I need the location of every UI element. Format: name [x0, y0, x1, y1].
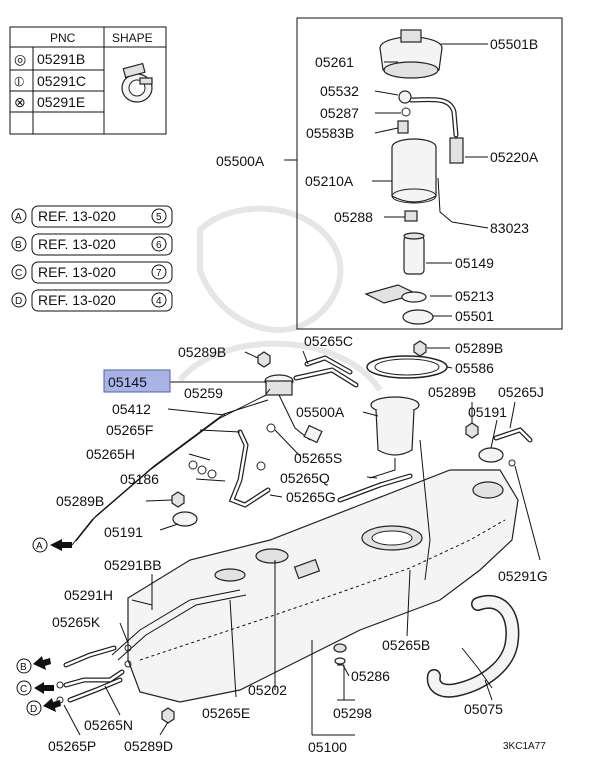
label-05213[interactable]: 05213	[455, 288, 494, 304]
label-05100[interactable]: 05100	[308, 739, 347, 755]
svg-text:D: D	[30, 704, 37, 715]
label-05265P[interactable]: 05265P	[48, 738, 96, 754]
label-05289B-d[interactable]: 05289B	[56, 493, 104, 509]
reference-b[interactable]: B REF. 13-020 6	[11, 233, 173, 256]
svg-text:C: C	[15, 268, 22, 279]
svg-text:REF. 13-020: REF. 13-020	[38, 292, 116, 308]
reference-d[interactable]: D REF. 13-020 4	[11, 289, 173, 312]
label-05202[interactable]: 05202	[248, 682, 287, 698]
part-labels: 05501B 05261 05532 05287 05583B 05220A 0…	[48, 36, 548, 755]
label-05261[interactable]: 05261	[315, 54, 354, 70]
label-05289B-a[interactable]: 05289B	[178, 344, 226, 360]
label-05265E[interactable]: 05265E	[202, 705, 250, 721]
reference-a[interactable]: A REF. 13-020 5	[11, 205, 173, 228]
label-05265C[interactable]: 05265C	[304, 333, 353, 349]
svg-text:A: A	[15, 212, 22, 223]
svg-text:REF. 13-020: REF. 13-020	[38, 208, 116, 224]
label-83023[interactable]: 83023	[490, 220, 529, 236]
svg-text:4: 4	[156, 296, 162, 307]
svg-text:C: C	[20, 684, 27, 695]
fuel-tank	[127, 469, 519, 703]
label-05265B[interactable]: 05265B	[382, 637, 430, 653]
label-05265F[interactable]: 05265F	[106, 422, 153, 438]
arrow-a[interactable]: A	[32, 537, 72, 553]
sender-unit-05145	[264, 374, 323, 444]
leader-lines-box	[372, 43, 489, 317]
selected-part-highlight	[103, 369, 171, 393]
label-05210A[interactable]: 05210A	[305, 173, 354, 189]
label-05186[interactable]: 05186	[120, 471, 159, 487]
diagram-code: 3KC1A77	[503, 741, 546, 752]
label-05149[interactable]: 05149	[455, 255, 494, 271]
legend-symbol-3: ⊗	[14, 94, 26, 110]
label-05586[interactable]: 05586	[455, 360, 494, 376]
label-05265Q[interactable]: 05265Q	[280, 470, 330, 486]
label-05532[interactable]: 05532	[320, 83, 359, 99]
arrow-b[interactable]: B	[16, 656, 51, 674]
legend-header-pnc: PNC	[50, 31, 76, 45]
label-05289D[interactable]: 05289D	[124, 738, 173, 754]
fuel-pump-assembly-box	[284, 17, 563, 330]
label-05501[interactable]: 05501	[455, 308, 494, 324]
svg-text:5: 5	[156, 212, 162, 223]
hose-clip-shape-icon	[121, 62, 153, 103]
label-05220A[interactable]: 05220A	[490, 149, 539, 165]
legend-table: PNC SHAPE ◎ 05291B ⦶ 05291C ⊗ 05291E	[9, 26, 167, 135]
label-05265J[interactable]: 05265J	[498, 384, 544, 400]
label-05500A-box[interactable]: 05500A	[216, 153, 265, 169]
label-05265G[interactable]: 05265G	[286, 489, 336, 505]
label-05259[interactable]: 05259	[184, 385, 223, 401]
filler-neck-05075	[426, 595, 520, 698]
reference-arrows: A B C D	[16, 537, 72, 716]
svg-text:B: B	[20, 662, 27, 673]
svg-text:D: D	[15, 296, 22, 307]
svg-text:REF. 13-020: REF. 13-020	[38, 264, 116, 280]
label-05412[interactable]: 05412	[112, 401, 151, 417]
label-05291H[interactable]: 05291H	[64, 587, 113, 603]
reference-c[interactable]: C REF. 13-020 7	[11, 261, 173, 284]
svg-text:REF. 13-020: REF. 13-020	[38, 236, 116, 252]
label-05298[interactable]: 05298	[333, 705, 372, 721]
label-05291BB[interactable]: 05291BB	[104, 557, 162, 573]
legend-header-shape: SHAPE	[112, 31, 153, 45]
legend-symbol-2: ⦶	[13, 73, 24, 89]
label-05291G[interactable]: 05291G	[498, 568, 548, 584]
svg-text:A: A	[36, 541, 43, 552]
watermark	[177, 205, 383, 392]
svg-text:6: 6	[156, 240, 162, 251]
legend-pnc-1: 05291B	[37, 51, 85, 67]
svg-text:B: B	[15, 240, 22, 251]
label-05191-a[interactable]: 05191	[468, 404, 507, 420]
label-05265N[interactable]: 05265N	[84, 717, 133, 733]
main-pump-assembly	[366, 355, 448, 479]
arrow-d[interactable]: D	[26, 698, 61, 716]
label-05145[interactable]: 05145	[108, 374, 147, 390]
label-05191-b[interactable]: 05191	[104, 524, 143, 540]
svg-text:7: 7	[156, 268, 162, 279]
label-05583B[interactable]: 05583B	[306, 125, 354, 141]
pump-flange	[379, 29, 443, 79]
legend-pnc-3: 05291E	[37, 94, 85, 110]
label-05288[interactable]: 05288	[334, 209, 373, 225]
arrow-c[interactable]: C	[16, 680, 54, 696]
label-05265S[interactable]: 05265S	[294, 450, 342, 466]
label-05289B-b[interactable]: 05289B	[455, 340, 503, 356]
fuel-filter-canister	[391, 138, 437, 204]
label-05075[interactable]: 05075	[464, 701, 503, 717]
label-05265K[interactable]: 05265K	[52, 614, 101, 630]
label-05286[interactable]: 05286	[351, 668, 390, 684]
label-05500A[interactable]: 05500A	[296, 404, 345, 420]
label-05265H[interactable]: 05265H	[86, 446, 135, 462]
label-05501B[interactable]: 05501B	[490, 36, 538, 52]
label-05289B-c[interactable]: 05289B	[428, 384, 476, 400]
small-parts	[56, 340, 516, 724]
leader-lines-main	[63, 347, 541, 736]
legend-symbol-1: ◎	[14, 51, 26, 67]
label-05287[interactable]: 05287	[320, 105, 359, 121]
legend-pnc-2: 05291C	[37, 73, 86, 89]
reference-list: A REF. 13-020 5 B REF. 13-020 6 C REF. 1…	[11, 205, 173, 312]
hose-lines	[63, 355, 533, 703]
